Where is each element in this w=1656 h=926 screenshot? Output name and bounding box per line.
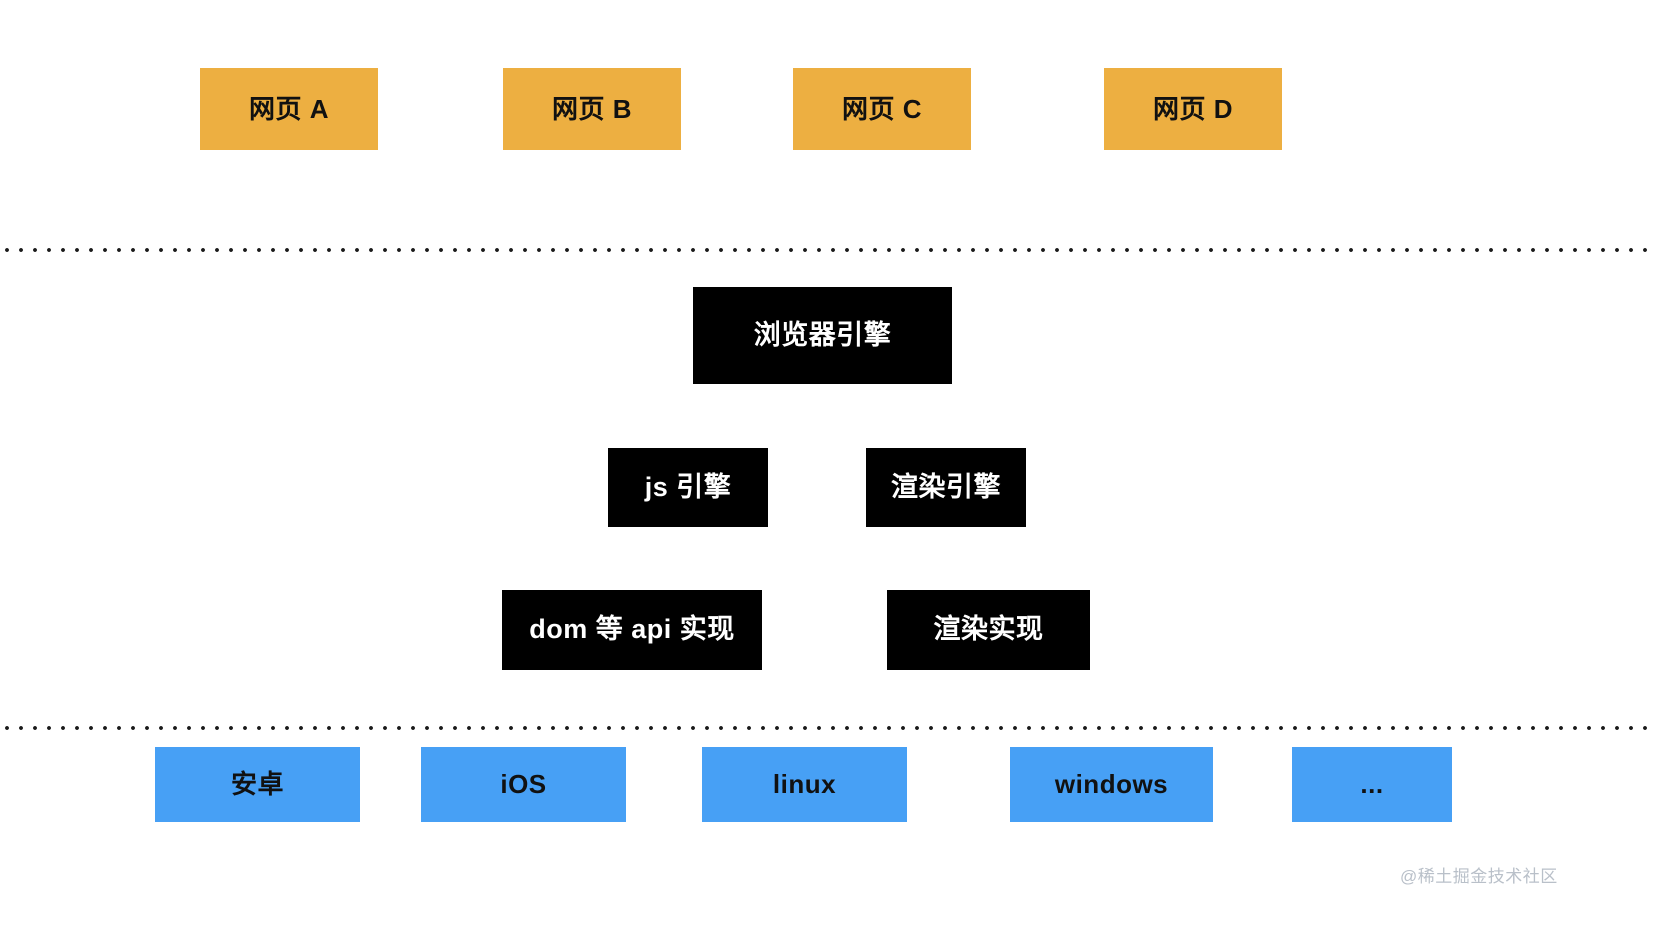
page-box-b: 网页 B [503, 68, 681, 150]
divider-bottom [0, 726, 1656, 730]
browser-engine-box: 浏览器引擎 [693, 287, 952, 384]
watermark-label: @稀土掘金技术社区 [1400, 867, 1558, 886]
divider-top [0, 248, 1656, 252]
os-box-linux: linux [702, 747, 907, 822]
dom-api-impl-box: dom 等 api 实现 [502, 590, 762, 670]
js-engine-box: js 引擎 [608, 448, 768, 527]
render-engine-box: 渲染引擎 [866, 448, 1026, 527]
page-box-c: 网页 C [793, 68, 971, 150]
page-box-d: 网页 D [1104, 68, 1282, 150]
os-box-android: 安卓 [155, 747, 360, 822]
os-box-ios: iOS [421, 747, 626, 822]
page-box-a: 网页 A [200, 68, 378, 150]
render-impl-box: 渲染实现 [887, 590, 1090, 670]
os-box-more: ... [1292, 747, 1452, 822]
os-box-windows: windows [1010, 747, 1213, 822]
